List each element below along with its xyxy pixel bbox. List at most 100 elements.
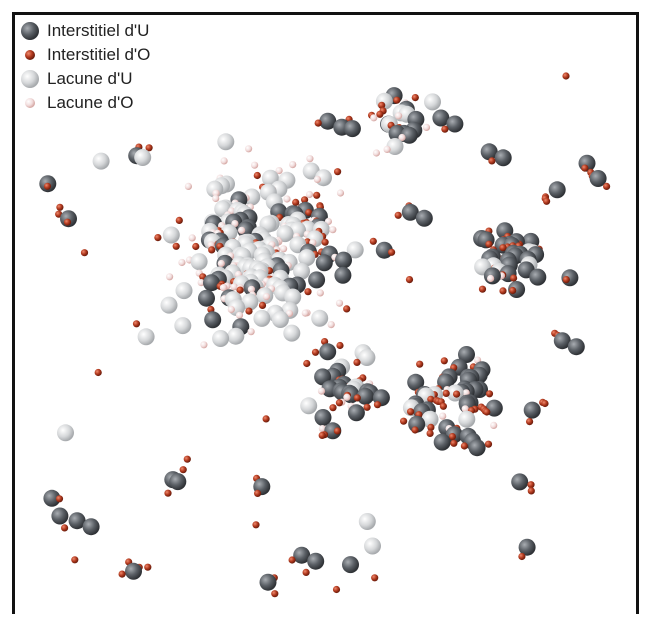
u-interstitial-atom (307, 552, 325, 570)
u-interstitial-atom (407, 373, 425, 391)
u-vacancy-atom (271, 311, 289, 328)
u-interstitial-atom (169, 473, 187, 491)
o-interstitial-atom (254, 489, 262, 497)
o-vacancy-atom (461, 405, 469, 413)
u-vacancy-atom (134, 149, 152, 166)
u-interstitial-atom (468, 439, 486, 457)
u-interstitial-atom (437, 373, 455, 391)
o-interstitial-atom (94, 368, 102, 377)
u-vacancy-atom (92, 152, 110, 170)
u-vacancy-atom (386, 138, 404, 155)
u-interstitial-atom (400, 126, 418, 144)
o-interstitial-atom (416, 360, 424, 368)
u-interstitial-atom (375, 241, 393, 259)
o-interstitial-atom (318, 431, 326, 439)
o-vacancy-atom (235, 311, 244, 319)
o-interstitial-atom (304, 288, 312, 296)
u-interstitial-atom (319, 343, 337, 361)
o-interstitial-atom (562, 72, 570, 80)
o-interstitial-atom (313, 191, 321, 199)
u-vacancy-atom (190, 253, 208, 271)
o-vacancy-atom (318, 425, 326, 433)
o-interstitial-atom (61, 524, 69, 532)
o-interstitial-atom (369, 237, 377, 245)
atom-cloud (39, 72, 611, 598)
o-interstitial-atom (485, 240, 493, 248)
u-interstitial-atom (204, 311, 222, 329)
o-interstitial-atom (302, 568, 310, 577)
o-interstitial-atom (526, 418, 534, 426)
o-interstitial-atom (485, 390, 494, 398)
o-interstitial-atom (488, 157, 496, 165)
legend-item-o-interstitial: Interstitiel d'O (19, 43, 150, 67)
o-interstitial-atom (329, 404, 337, 412)
u-vacancy-atom (311, 309, 329, 327)
o-interstitial-atom (353, 394, 361, 402)
o-interstitial-atom (71, 556, 79, 564)
o-interstitial-atom (336, 341, 344, 350)
o-interstitial-atom (145, 144, 153, 152)
o-vacancy-atom (329, 226, 337, 234)
o-vacancy-atom (217, 259, 225, 268)
legend: Interstitiel d'U Interstitiel d'O Lacune… (19, 19, 150, 115)
o-interstitial-atom (427, 395, 435, 403)
u-interstitial-atom (342, 556, 359, 574)
u-interstitial-atom (43, 489, 61, 507)
o-vacancy-atom (188, 234, 196, 242)
o-interstitial-atom (543, 197, 551, 205)
legend-label: Lacune d'U (47, 69, 133, 88)
o-vacancy-atom (305, 190, 314, 199)
u-vacancy-atom (358, 349, 376, 366)
u-vacancy-atom (253, 309, 271, 327)
o-vacancy-atom (166, 273, 174, 281)
u-vacancy-atom (283, 324, 301, 342)
o-vacancy-atom (212, 189, 220, 197)
u-interstitial-atom (446, 115, 464, 133)
u-interstitial-atom (308, 271, 326, 289)
o-interstitial-atom (332, 585, 341, 594)
o-interstitial-atom (208, 246, 216, 254)
o-interstitial-atom (43, 182, 52, 190)
o-interstitial-atom (192, 242, 200, 251)
o-vacancy-atom (301, 309, 309, 317)
o-interstitial-atom (393, 96, 401, 104)
o-interstitial-atom (80, 249, 89, 257)
o-interstitial-atom (311, 348, 320, 356)
o-interstitial-atom (292, 198, 300, 206)
light-grey-sphere-icon (19, 68, 41, 90)
legend-item-o-vacancy: Lacune d'O (19, 91, 150, 115)
o-vacancy-atom (238, 226, 246, 234)
o-interstitial-atom (562, 276, 570, 284)
o-vacancy-atom (280, 245, 288, 253)
o-interstitial-atom (207, 305, 215, 314)
o-interstitial-atom (371, 574, 379, 582)
o-vacancy-atom (200, 341, 208, 349)
u-interstitial-atom (433, 433, 451, 451)
o-vacancy-atom (212, 194, 220, 203)
o-vacancy-atom (220, 157, 228, 165)
u-vacancy-atom (162, 226, 180, 244)
o-interstitial-atom (394, 211, 402, 219)
u-interstitial-atom (68, 512, 86, 530)
o-interstitial-atom (411, 94, 419, 102)
u-interstitial-atom (529, 268, 547, 286)
o-interstitial-atom (301, 196, 309, 204)
u-interstitial-atom (432, 109, 450, 127)
o-interstitial-atom (478, 285, 487, 293)
o-interstitial-atom (335, 399, 343, 407)
o-interstitial-atom (245, 307, 253, 315)
u-interstitial-atom (415, 209, 433, 227)
o-interstitial-atom (441, 125, 449, 133)
o-vacancy-atom (327, 321, 335, 329)
u-vacancy-atom (57, 424, 74, 442)
o-interstitial-atom (427, 423, 435, 431)
o-interstitial-atom (541, 399, 549, 408)
o-vacancy-atom (395, 112, 403, 120)
o-vacancy-atom (275, 167, 283, 175)
o-interstitial-atom (333, 427, 341, 435)
u-interstitial-atom (334, 266, 352, 284)
u-interstitial-atom (548, 181, 566, 199)
u-interstitial-atom (203, 274, 220, 292)
o-vacancy-atom (227, 305, 235, 314)
u-interstitial-atom (494, 149, 512, 167)
